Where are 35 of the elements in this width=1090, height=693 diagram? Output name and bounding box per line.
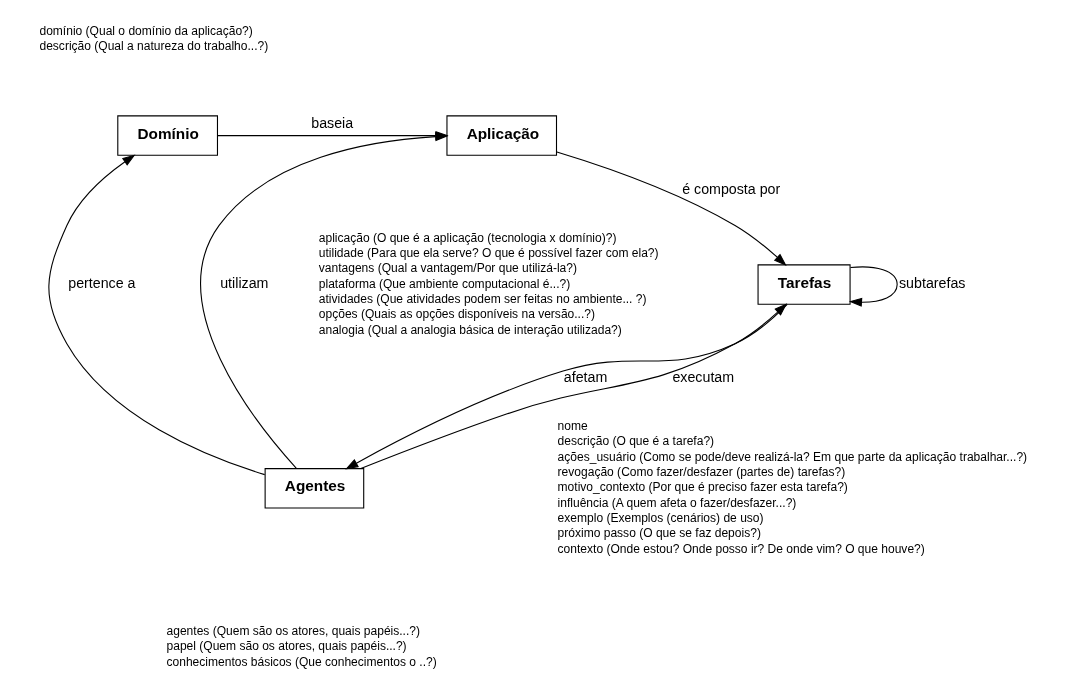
edge-label: afetam [563, 368, 608, 385]
edge-label: pertence a [68, 274, 136, 291]
node-label: agentes (Quem são os atores, quais papéis...?) [166, 623, 421, 638]
node-label: papel (Quem são os atores, quais papéis...?) [166, 638, 407, 653]
node-label: utilidade (Para que ela serve? O que é possível fazer com ela?) [318, 245, 659, 260]
node-label: influência (A quem afeta o fazer/desfazer...?) [557, 495, 797, 510]
edge-label: subtarefas [898, 274, 966, 291]
node-label: opções (Quais as opções disponíveis na versão...?) [318, 306, 595, 321]
node-label: conhecimentos básicos (Que conhecimentos o ..?) [166, 654, 437, 669]
node-box: Tarefas [757, 263, 851, 305]
edge-label: é composta por [682, 180, 781, 197]
node-label: atividades (Que atividades podem ser feitas no ambiente... ?) [318, 291, 647, 306]
node-box: Aplicação [446, 114, 558, 156]
arrow [848, 265, 898, 307]
edge-label: executam [672, 368, 735, 385]
node-label: descrição (O que é a tarefa?) [557, 433, 715, 448]
node-label: revogação (Como fazer/desfazer (partes de) tarefas?) [557, 464, 846, 479]
node-label: ações_usuário (Como se pode/deve realizá-la? Em que parte da aplicação trabalhar...?) [557, 449, 1028, 464]
edge-label: baseia [311, 114, 354, 131]
node-label: analogia (Qual a analogia básica de interação utilizada?) [318, 322, 622, 337]
node-box: Agentes [264, 467, 365, 509]
node-label: aplicação (O que é a aplicação (tecnologia x domínio)?) [318, 230, 617, 245]
node-label: nome [557, 418, 588, 433]
node-label: plataforma (Que ambiente computacional é...?) [318, 276, 571, 291]
node-label: contexto (Onde estou? Onde posso ir? De onde vim? O que houve?) [557, 541, 925, 556]
node-label: próximo passo (O que se faz depois?) [557, 525, 761, 540]
node-label: exemplo (Exemplos (cenários) de uso) [557, 510, 764, 525]
arrow [556, 150, 787, 266]
node-label: domínio (Qual o domínio da aplicação?) [39, 23, 253, 38]
arrow [48, 154, 266, 475]
edge-label: utilizam [220, 274, 269, 291]
node-box: Domínio [117, 114, 219, 156]
node-label: vantagens (Qual a vantagem/Por que utilizá-la?) [318, 260, 577, 275]
node-label: descrição (Qual a natureza do trabalho...?) [39, 38, 269, 53]
node-label: motivo_contexto (Por que é preciso fazer esta tarefa?) [557, 479, 848, 494]
